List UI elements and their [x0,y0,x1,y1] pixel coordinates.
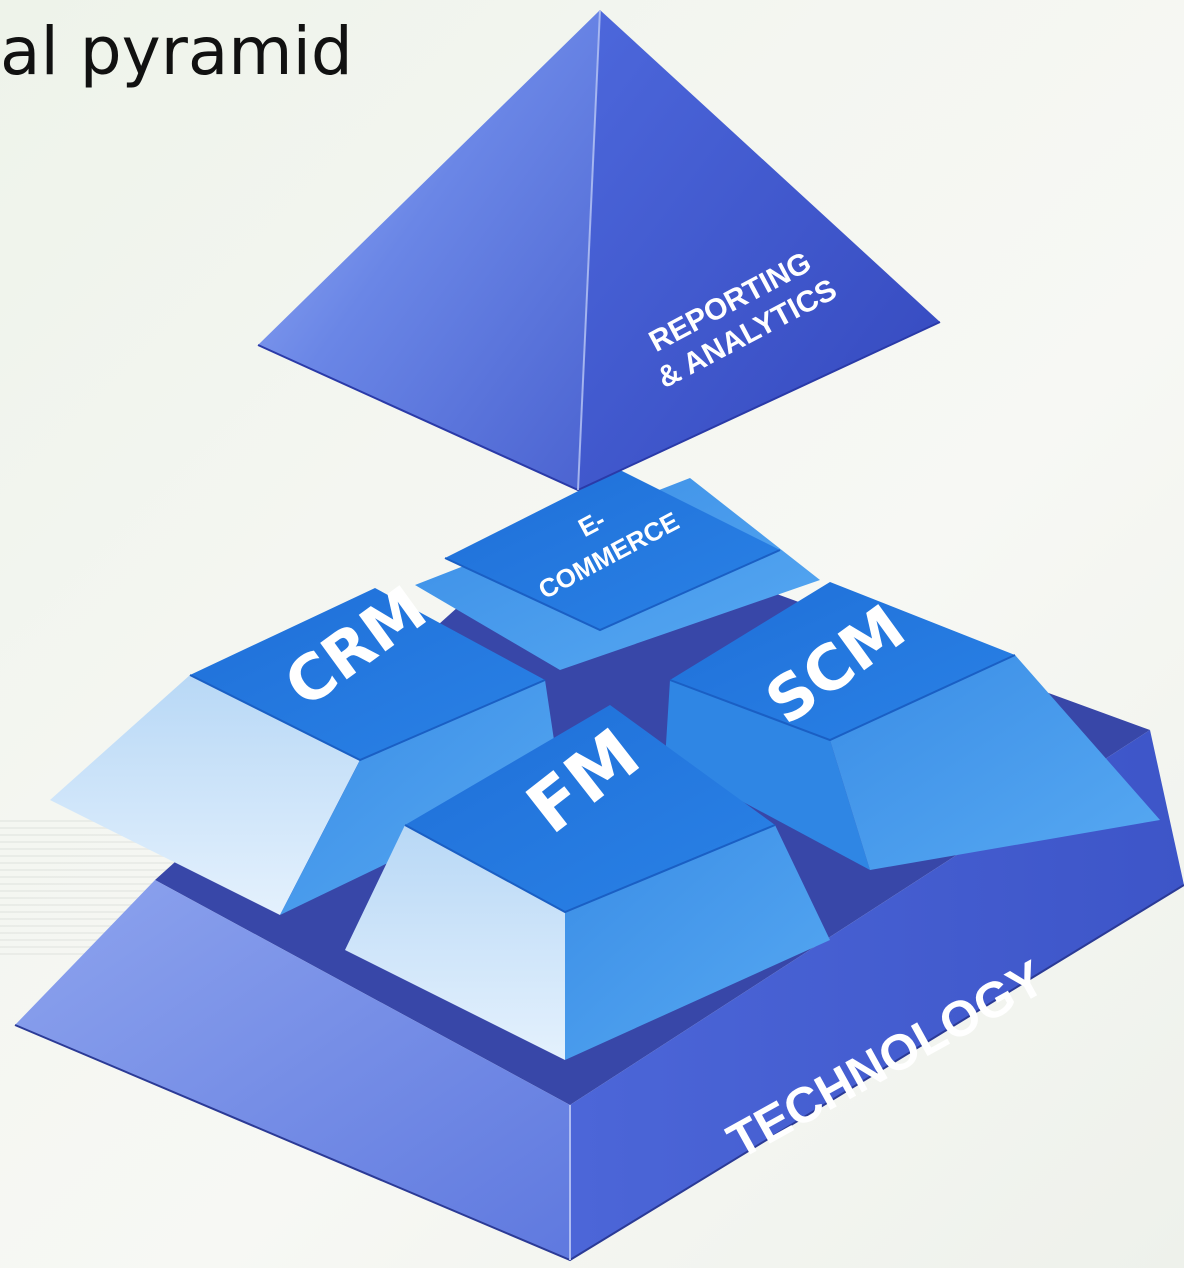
ecommerce-block: E- COMMERCE [415,470,820,670]
reporting-analytics-apex: REPORTING & ANALYTICS [257,9,941,492]
page-title: al pyramid [0,13,353,90]
crm-block: CRM [50,572,560,915]
fm-block: FM [345,705,830,1060]
scm-block: SCM [665,582,1160,870]
